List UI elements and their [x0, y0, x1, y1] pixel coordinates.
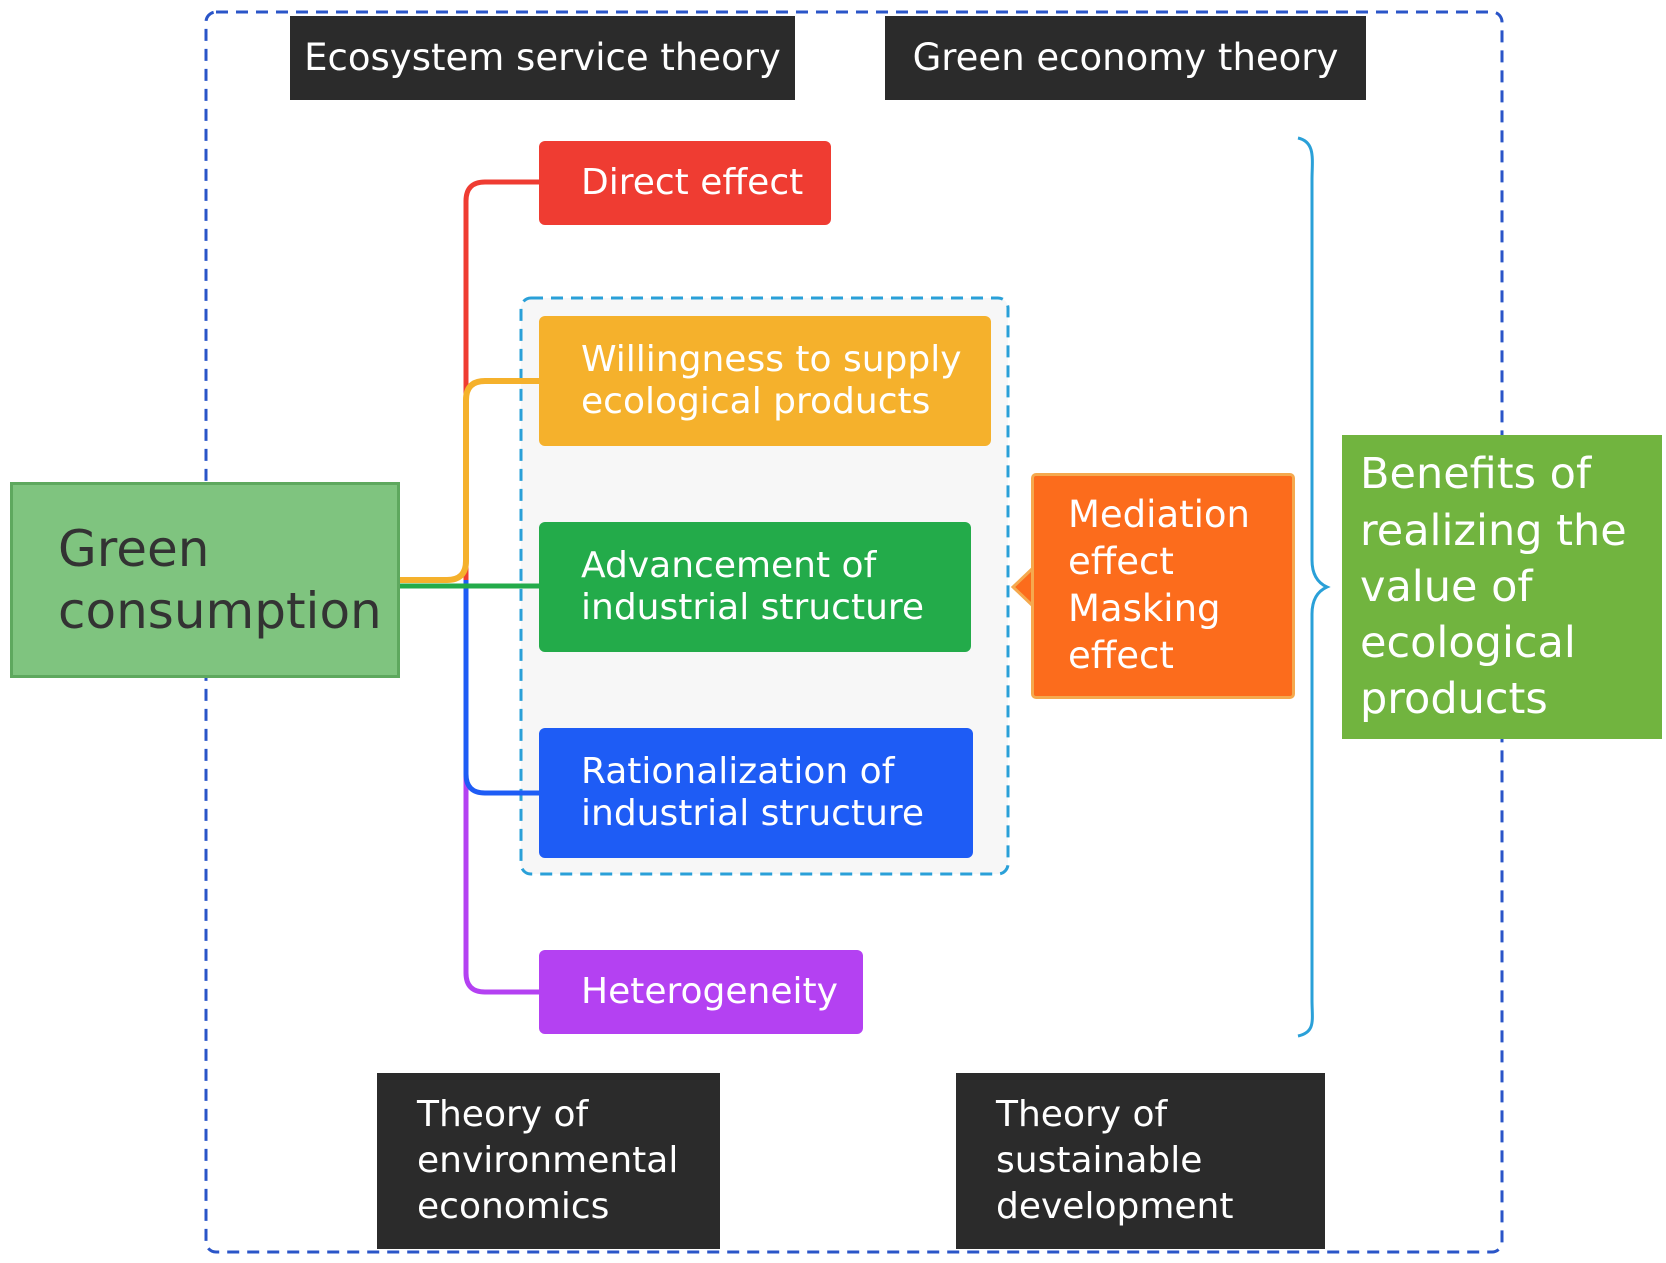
right-brace — [1297, 136, 1331, 1038]
green-consumption-label: Green consumption — [58, 519, 382, 641]
advancement-label: Advancement of industrial structure — [581, 544, 925, 628]
connector-direct — [463, 179, 539, 580]
benefits-outcome-box: Benefits of realizing the value of ecolo… — [1342, 435, 1662, 739]
environmental-economics-theory-box: Theory of environmental economics — [377, 1073, 720, 1249]
ecosystem-service-theory-label: Ecosystem service theory — [304, 36, 781, 80]
benefits-outcome-label: Benefits of realizing the value of ecolo… — [1360, 449, 1627, 725]
advancement-box: Advancement of industrial structure — [539, 522, 971, 652]
direct-effect-box: Direct effect — [539, 141, 831, 225]
sustainable-development-theory-label: Theory of sustainable development — [996, 1093, 1234, 1228]
sustainable-development-theory-box: Theory of sustainable development — [956, 1073, 1325, 1249]
connector-rationalization — [463, 580, 539, 796]
heterogeneity-box: Heterogeneity — [539, 950, 863, 1034]
environmental-economics-theory-label: Theory of environmental economics — [417, 1093, 679, 1228]
connector-heterogeneity — [463, 580, 539, 995]
rationalization-label: Rationalization of industrial structure — [581, 750, 925, 834]
mediation-pointer — [1010, 566, 1035, 608]
green-economy-theory-label: Green economy theory — [912, 36, 1339, 80]
mediation-masking-box: Mediation effect Masking effect — [1031, 473, 1295, 699]
willingness-box: Willingness to supply ecological product… — [539, 316, 991, 446]
heterogeneity-label: Heterogeneity — [581, 970, 838, 1012]
green-economy-theory-box: Green economy theory — [885, 16, 1366, 100]
rationalization-box: Rationalization of industrial structure — [539, 728, 973, 858]
ecosystem-service-theory-box: Ecosystem service theory — [290, 16, 795, 100]
direct-effect-label: Direct effect — [581, 161, 804, 203]
mediation-masking-label: Mediation effect Masking effect — [1068, 493, 1251, 677]
willingness-label: Willingness to supply ecological product… — [581, 338, 962, 422]
green-consumption-box: Green consumption — [10, 482, 400, 678]
connector-willingness — [400, 378, 539, 583]
